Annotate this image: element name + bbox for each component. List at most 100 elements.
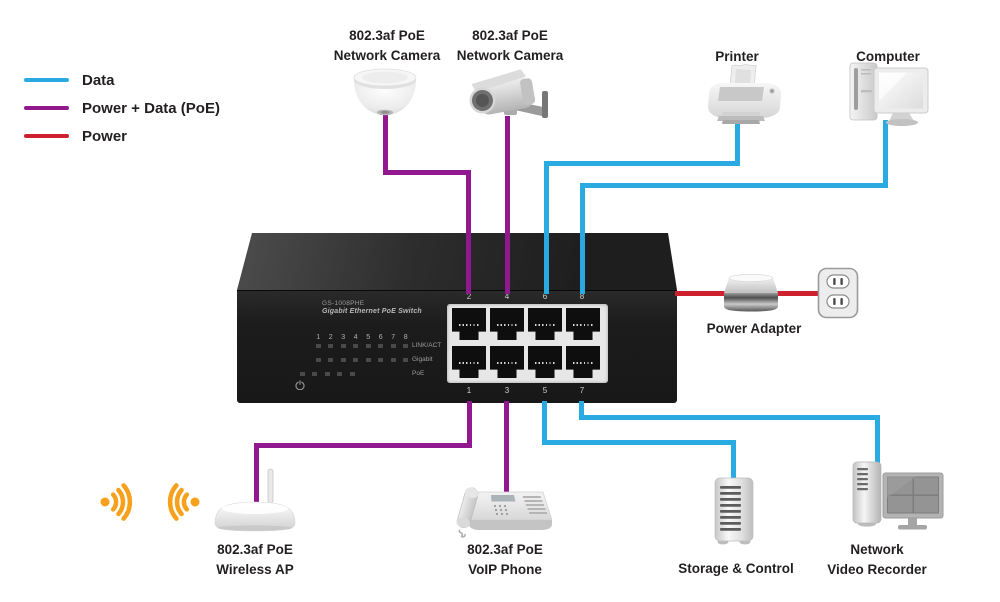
led-number: 8: [403, 334, 408, 341]
cable-port5-to-storage: [730, 439, 736, 489]
rj45-port: [566, 346, 600, 378]
led-indicator: [349, 372, 355, 376]
led-row-poe: [296, 372, 359, 376]
nvr-label: Network Video Recorder: [827, 542, 927, 577]
storage-label: Storage & Control: [678, 561, 794, 576]
legend-item-poe: Power + Data (PoE): [24, 94, 220, 122]
cable-port7-to-nvr: [874, 414, 880, 481]
led-number: 7: [391, 334, 396, 341]
led-indicator: [312, 372, 318, 376]
led-number: 3: [341, 334, 346, 341]
led-indicator: [315, 344, 321, 348]
led-port-numbers: 1 2 3 4 5 6 7 8: [312, 334, 412, 341]
power-icon: [295, 380, 305, 390]
led-number: 1: [316, 334, 321, 341]
port-label-8: 8: [579, 292, 585, 301]
led-number: 5: [366, 334, 371, 341]
data-line-swatch: [24, 77, 69, 83]
rj45-port: [528, 346, 562, 378]
legend-label: Power + Data (PoE): [82, 99, 220, 117]
led-indicator: [328, 358, 334, 362]
power-line-swatch: [24, 133, 69, 139]
led-indicator: [390, 358, 396, 362]
printer-icon: [708, 64, 781, 124]
port-label-6: 6: [542, 292, 548, 301]
cable-port1-to-wireless-ap: [253, 442, 472, 448]
voip-phone-label: 802.3af PoE VoIP Phone: [467, 542, 543, 577]
legend-item-power: Power: [24, 122, 220, 150]
wifi-signal-icon: [100, 483, 200, 521]
cable-port7-to-nvr: [578, 400, 584, 420]
printer-label: Printer: [715, 49, 759, 64]
led-indicator: [353, 344, 359, 348]
switch-name: Gigabit Ethernet PoE Switch: [322, 308, 422, 315]
led-row-label-linkact: LINK/ACT: [412, 342, 442, 349]
storage-server-icon: [714, 477, 754, 545]
led-indicator: [378, 344, 384, 348]
led-number: 4: [353, 334, 358, 341]
led-row-link-act: [312, 344, 412, 348]
legend: Data Power + Data (PoE) Power: [24, 66, 220, 150]
cable-dome-camera-to-port2: [465, 169, 471, 294]
port-label-2: 2: [466, 292, 472, 301]
cable-printer-to-port6: [543, 160, 549, 294]
led-indicator: [324, 372, 330, 376]
port-label-5: 5: [542, 386, 548, 395]
cable-computer-to-port8: [882, 119, 888, 188]
cable-port5-to-storage: [541, 400, 547, 445]
cable-printer-to-port6: [543, 160, 740, 166]
led-indicator: [365, 344, 371, 348]
rj45-port: [452, 346, 486, 378]
cable-port3-to-voip-phone: [503, 400, 509, 500]
cable-computer-to-port8: [579, 182, 888, 188]
led-number: 6: [378, 334, 383, 341]
port-label-7: 7: [579, 386, 585, 395]
nvr-icon: [852, 461, 944, 530]
rj45-port: [490, 308, 524, 340]
port-block: [447, 304, 608, 383]
wireless-ap-label: 802.3af PoE Wireless AP: [216, 542, 294, 577]
led-indicator: [403, 344, 409, 348]
cable-bullet-camera-to-port4: [504, 115, 510, 294]
led-indicator: [403, 358, 409, 362]
led-indicator: [365, 358, 371, 362]
cable-dome-camera-to-port2: [382, 169, 471, 175]
port-label-3: 3: [504, 386, 510, 395]
rj45-port: [490, 346, 524, 378]
led-indicator: [353, 358, 359, 362]
bullet-camera-label: 802.3af PoE Network Camera: [456, 28, 564, 63]
led-indicator: [315, 358, 321, 362]
port-label-1: 1: [466, 386, 472, 395]
led-row-label-poe: PoE: [412, 370, 425, 377]
legend-item-data: Data: [24, 66, 220, 94]
cable-port1-to-wireless-ap: [466, 400, 472, 448]
port-label-4: 4: [504, 292, 510, 301]
wireless-ap-icon: [214, 468, 296, 532]
cable-computer-to-port8: [579, 182, 585, 294]
led-number: 2: [328, 334, 333, 341]
cable-port1-to-wireless-ap: [253, 442, 259, 513]
led-indicator: [340, 358, 346, 362]
led-indicator: [390, 344, 396, 348]
switch-top-face: [237, 233, 677, 290]
computer-label: Computer: [856, 49, 920, 64]
computer-icon: [849, 62, 929, 126]
voip-phone-icon: [456, 487, 553, 538]
rj45-port: [528, 308, 562, 340]
led-indicator: [337, 372, 343, 376]
bullet-camera-icon: [469, 69, 548, 118]
cable-port5-to-storage: [541, 439, 736, 445]
led-indicator: [340, 344, 346, 348]
cable-printer-to-port6: [734, 117, 740, 166]
poe-switch: GS-1008PHE Gigabit Ethernet PoE Switch 1…: [237, 233, 677, 403]
led-row-gigabit: [312, 358, 412, 362]
led-indicator: [378, 358, 384, 362]
rj45-port: [452, 308, 486, 340]
led-indicator: [328, 344, 334, 348]
switch-model: GS-1008PHE: [322, 300, 365, 307]
switch-front-face: GS-1008PHE Gigabit Ethernet PoE Switch 1…: [237, 290, 677, 403]
led-indicator: [299, 372, 305, 376]
dome-camera-label: 802.3af PoE Network Camera: [333, 28, 441, 63]
rj45-port: [566, 308, 600, 340]
